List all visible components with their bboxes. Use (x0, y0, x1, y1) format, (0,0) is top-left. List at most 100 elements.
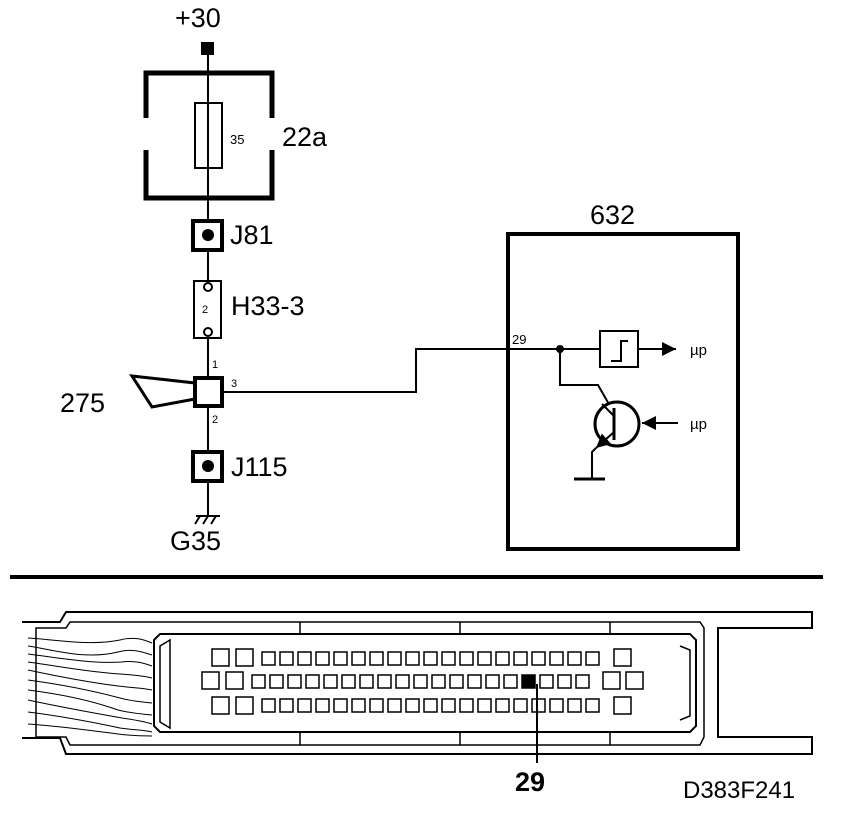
plug-pin (287, 674, 302, 689)
module-pin-29: 29 (512, 332, 526, 347)
plug-pin (503, 674, 518, 689)
plug-pin (441, 651, 456, 666)
plug-pin (341, 674, 356, 689)
figure-id: D383F241 (683, 777, 795, 804)
plug-pin (557, 674, 572, 689)
plug-pin (531, 651, 546, 666)
wire-transistor-collector (559, 349, 611, 407)
module-632 (506, 232, 740, 551)
plug-pin (261, 651, 276, 666)
plug-pin (251, 674, 266, 689)
plug-pin (459, 698, 474, 713)
plug-pin (423, 651, 438, 666)
plug-pin (323, 674, 338, 689)
plug-pin (575, 674, 590, 689)
plug-pin (585, 698, 600, 713)
plug-pin-large (235, 648, 254, 667)
plug-pin (495, 698, 510, 713)
plug-pin (585, 651, 600, 666)
plug-pin (531, 698, 546, 713)
wire-bundle (27, 637, 153, 737)
plug-pin (395, 674, 410, 689)
ground-label: G35 (170, 526, 221, 556)
j115-node (202, 460, 214, 472)
module-label: 632 (590, 200, 635, 230)
plug-callout-label: 29 (515, 767, 545, 797)
h33-pin-top (203, 282, 213, 292)
plug-pin-large (602, 671, 621, 690)
transistor-emitter (595, 431, 615, 449)
h33-label: H33-3 (231, 291, 305, 321)
plug-pin (459, 651, 474, 666)
schmitt-symbol (611, 340, 628, 362)
h33-pin-number: 2 (202, 304, 208, 316)
plug-pin (413, 674, 428, 689)
plug-pin (513, 651, 528, 666)
transistor-collector (601, 403, 615, 417)
j81-label: J81 (230, 220, 274, 250)
plug-pin (495, 651, 510, 666)
input-label: µp (690, 416, 707, 433)
plug-pin-large (625, 671, 644, 690)
plug-pin (549, 651, 564, 666)
plug-pin-large (211, 696, 230, 715)
plug-pin (441, 698, 456, 713)
plug-pin (359, 674, 374, 689)
plug-pin-large (235, 696, 254, 715)
plug-pin (549, 698, 564, 713)
plug-pin (351, 698, 366, 713)
sensor-pin-3: 3 (231, 378, 237, 390)
plug-pin (477, 651, 492, 666)
ground-symbol (194, 515, 220, 525)
plug-pin (567, 651, 582, 666)
plug-pin (423, 698, 438, 713)
supply-terminal (201, 42, 214, 55)
plug-pin (405, 698, 420, 713)
plug-pin-large (201, 671, 220, 690)
plug-pin (305, 674, 320, 689)
wire-transistor-emitter (591, 447, 597, 478)
plug-pin (387, 698, 402, 713)
supply-label: +30 (175, 3, 221, 33)
plug-pin-grid (201, 648, 644, 715)
sensor-275-body (129, 374, 197, 409)
plug-pin (333, 698, 348, 713)
plug-pin-large (613, 696, 632, 715)
fuse-box-label: 22a (282, 122, 328, 152)
sensor-275-connector (193, 376, 224, 408)
plug-pin (485, 674, 500, 689)
plug-pin (477, 698, 492, 713)
plug-pin (377, 674, 392, 689)
j115-label: J115 (231, 452, 288, 482)
plug-pin (333, 651, 348, 666)
connector-j115 (191, 450, 224, 483)
plug-pin (539, 674, 554, 689)
plug-pin (467, 674, 482, 689)
plug-pin (279, 651, 294, 666)
fuse-number: 35 (230, 132, 244, 147)
plug-pin-large (211, 648, 230, 667)
sensor-pin-1: 1 (212, 359, 218, 371)
transistor-circle (593, 400, 641, 448)
plug-pin (297, 698, 312, 713)
fuse-box (143, 70, 275, 201)
plug-pin (513, 698, 528, 713)
plug-pin (369, 651, 384, 666)
plug-pin (387, 651, 402, 666)
output-label: µp (690, 342, 707, 359)
plug-pin (315, 698, 330, 713)
plug-pin (297, 651, 312, 666)
plug-pin (315, 651, 330, 666)
plug-pin (405, 651, 420, 666)
j81-node (202, 229, 214, 241)
plug-pin (269, 674, 284, 689)
plug-pin (279, 698, 294, 713)
plug-pin (351, 651, 366, 666)
plug-pin-large (613, 648, 632, 667)
plug-pin (431, 674, 446, 689)
h33-pin-bottom (203, 327, 213, 337)
plug-pin (567, 698, 582, 713)
plug-pin (261, 698, 276, 713)
sensor-pin-2: 2 (212, 414, 218, 426)
